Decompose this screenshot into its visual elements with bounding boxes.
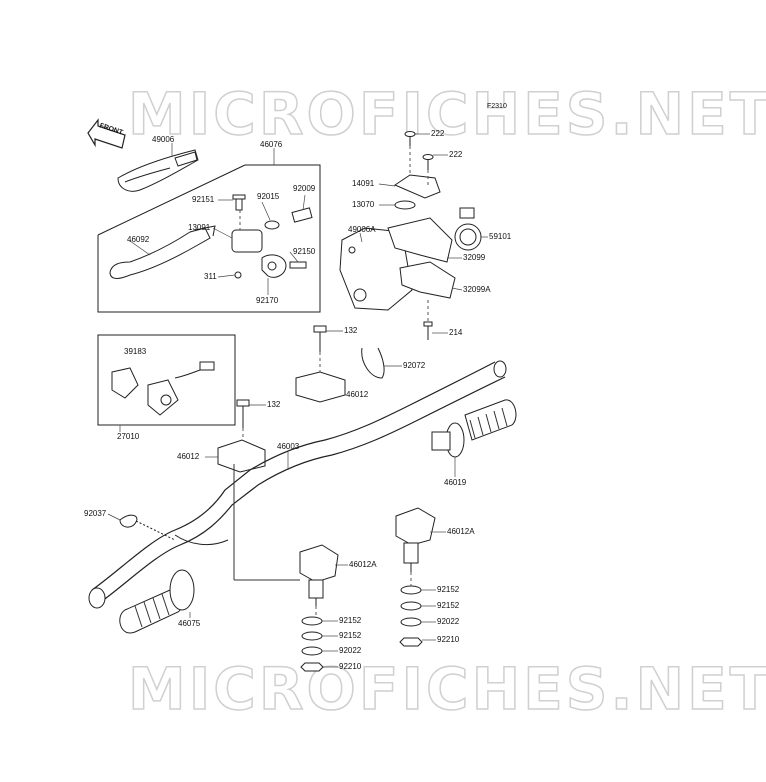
handlebar-holder-right (395, 507, 436, 572)
nut-92210-b (399, 637, 423, 647)
throttle-cover-part (393, 174, 441, 199)
label-132-b: 132 (267, 400, 281, 409)
label-49006A: 49006A (348, 225, 376, 234)
label-32099: 32099 (463, 253, 486, 262)
handlebar-part (88, 360, 507, 609)
throttle-pulley-part (454, 207, 482, 251)
left-grip-part (119, 569, 195, 634)
switch-assembly-box (97, 334, 236, 426)
washer-92152-a (301, 616, 323, 626)
label-46012-b: 46012 (177, 452, 200, 461)
watermark-bottom: MICROFICHES.NET (127, 654, 766, 724)
label-92210-b: 92210 (437, 635, 460, 644)
label-92009: 92009 (293, 184, 316, 193)
label-92022-b: 92022 (437, 617, 460, 626)
label-46075: 46075 (178, 619, 201, 628)
label-92152-b: 92152 (339, 631, 362, 640)
lever-assembly-box (97, 164, 321, 313)
label-13070: 13070 (352, 200, 375, 209)
label-92150: 92150 (293, 247, 316, 256)
label-92152-a: 92152 (339, 616, 362, 625)
label-46003: 46003 (277, 442, 300, 451)
label-92151: 92151 (192, 195, 215, 204)
label-49006: 49006 (152, 135, 175, 144)
nut-92210-a (300, 662, 324, 672)
label-14091: 14091 (352, 179, 375, 188)
screw-222-a (404, 131, 416, 146)
label-27010: 27010 (117, 432, 140, 441)
handlebar-clamp-upper-b (217, 439, 266, 473)
bolt-132-a (313, 325, 327, 352)
label-92152-d: 92152 (437, 601, 460, 610)
label-92037: 92037 (84, 509, 107, 518)
washer-92022-b (400, 617, 422, 627)
label-214: 214 (449, 328, 463, 337)
label-92072: 92072 (403, 361, 426, 370)
throttle-housing-cover-part (339, 227, 413, 311)
washer-92152-c (400, 585, 422, 595)
front-arrow-icon (87, 118, 126, 149)
figure-code: F2310 (487, 103, 507, 110)
cable-clip-part (119, 514, 138, 528)
label-13091: 13091 (188, 223, 211, 232)
washer-92022-a (301, 646, 323, 656)
bolt-132-b (236, 399, 250, 428)
handlebar-clamp-upper-a (295, 371, 346, 403)
lever-cover-part (117, 149, 199, 192)
washer-92152-d (400, 601, 422, 611)
lever-perch-part (231, 194, 313, 279)
bolt-214 (423, 321, 433, 340)
right-grip-part (431, 399, 517, 458)
throttle-ring-part (394, 200, 416, 210)
label-92210-a: 92210 (339, 662, 362, 671)
label-92015: 92015 (257, 192, 280, 201)
label-59101: 59101 (489, 232, 512, 241)
kill-switch-part (111, 361, 215, 416)
throttle-housing-lower-part (399, 261, 456, 299)
washer-92152-b (301, 631, 323, 641)
label-46019: 46019 (444, 478, 467, 487)
clutch-lever-part (109, 225, 216, 279)
label-32099A: 32099A (463, 285, 491, 294)
label-46012A-right: 46012A (447, 527, 475, 536)
label-222-b: 222 (449, 150, 463, 159)
label-46076: 46076 (260, 140, 283, 149)
label-132-a: 132 (344, 326, 358, 335)
label-222-a: 222 (431, 129, 445, 138)
label-39183: 39183 (124, 347, 147, 356)
label-311: 311 (204, 272, 217, 281)
label-92170: 92170 (256, 296, 279, 305)
label-92152-c: 92152 (437, 585, 460, 594)
throttle-housing-upper-part (387, 217, 453, 263)
label-92022-a: 92022 (339, 646, 362, 655)
screw-222-b (422, 154, 434, 170)
cable-band-part (361, 347, 385, 379)
watermark-top: MICROFICHES.NET (127, 79, 766, 149)
label-46012A-left: 46012A (349, 560, 377, 569)
label-46092: 46092 (127, 235, 150, 244)
label-46012-a: 46012 (346, 390, 369, 399)
handlebar-holder-left (299, 544, 339, 606)
